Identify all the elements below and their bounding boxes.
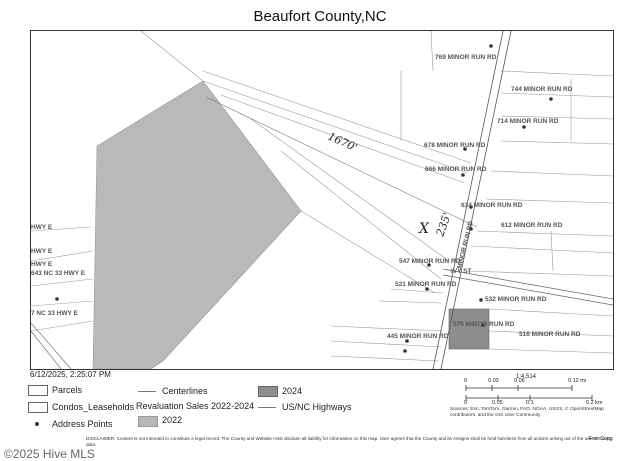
scale-tick: 0.03 (488, 378, 499, 384)
timestamp: 6/12/2025, 2:25:07 PM (30, 370, 111, 379)
address-label: 532 MINOR RUN RD (485, 296, 547, 303)
scale-tick: 0.05 (492, 400, 503, 406)
address-label: 634 MINOR RUN RD (461, 202, 523, 209)
condos-swatch (28, 402, 48, 413)
2024-swatch (258, 386, 278, 397)
highway-swatch (258, 407, 276, 408)
ivy-street (442, 268, 613, 306)
parcel-lines (31, 31, 613, 362)
revaluation-2022-area (92, 80, 302, 369)
short-distance-annotation: 235' (433, 211, 454, 239)
street-label: IVY ST (451, 268, 472, 275)
scale-tick: 0 (464, 400, 468, 406)
nc-33-highway (31, 322, 72, 369)
scale-graphic (465, 385, 593, 401)
address-label: 678 MINOR RUN RD (424, 142, 486, 149)
parcel-map: 769 MINOR RUN RD 744 MINOR RUN RD 714 MI… (31, 31, 613, 369)
highway-label: 7 NC 33 HWY E (31, 310, 79, 317)
scale-tick: 0.06 (514, 378, 525, 384)
address-label: 769 MINOR RUN RD (435, 54, 497, 61)
address-label: 612 MINOR RUN RD (501, 222, 563, 229)
centerline-swatch (138, 391, 156, 392)
legend-parcels: Parcels (52, 385, 83, 395)
address-point-icon (35, 422, 39, 426)
address-points (55, 44, 553, 353)
legend-2022: 2022 (162, 415, 183, 425)
scale-tick: 0.2 km (586, 400, 603, 406)
free-copy-label: Free Copy (588, 436, 612, 442)
address-label: 521 MINOR RUN RD (395, 281, 457, 288)
highway-label: HWY E (31, 248, 53, 255)
legend-highways: US/NC Highways (282, 402, 352, 412)
watermark: ©2025 Hive MLS (4, 447, 95, 461)
disclaimer: DISCLAIMER: Content is not intended to c… (86, 436, 614, 447)
highway-label: HWY E (31, 224, 53, 231)
map-frame[interactable]: 769 MINOR RUN RD 744 MINOR RUN RD 714 MI… (30, 30, 614, 370)
address-label: 547 MINOR RUN RD (399, 258, 461, 265)
revaluation-2024-parcel (448, 308, 490, 350)
scale-tick: 0.12 mi (568, 378, 587, 384)
address-label: 516 MINOR RUN RD (519, 331, 581, 338)
legend-2024: 2024 (282, 386, 303, 396)
scale-bar: 1:4,514 0 0.03 0.06 0.12 mi 0 0.05 0.1 0… (462, 374, 612, 424)
minor-run-road (432, 31, 512, 369)
legend-revaluation: Revaluation Sales 2022-2024 (136, 401, 255, 411)
scale-tick: 0.1 (526, 400, 534, 406)
x-mark-annotation: X (418, 221, 430, 237)
map-title: Beaufort County,NC (253, 8, 387, 25)
scale-tick: 0 (464, 378, 468, 384)
legend-centerlines: Centerlines (162, 386, 208, 396)
legend-address: Address Points (52, 419, 113, 429)
map-sources: Sources: Esri, TomTom, Garmin, FAO, NOAA… (450, 407, 604, 418)
address-label: 570 MINOR RUN RD (453, 321, 515, 328)
centerline (205, 96, 478, 228)
legend-condos: Condos_Leaseholds (52, 402, 135, 412)
scale-ratio: 1:4,514 (516, 374, 537, 380)
2022-swatch (138, 416, 158, 427)
address-label: 666 MINOR RUN RD (425, 166, 487, 173)
address-label: 445 MINOR RUN RD (387, 333, 449, 340)
highway-label: 643 NC 33 HWY E (31, 270, 86, 277)
highway-label: HWY E (31, 261, 53, 268)
parcels-swatch (28, 385, 48, 396)
address-label: 714 MINOR RUN RD (497, 118, 559, 125)
address-label: 744 MINOR RUN RD (511, 86, 573, 93)
